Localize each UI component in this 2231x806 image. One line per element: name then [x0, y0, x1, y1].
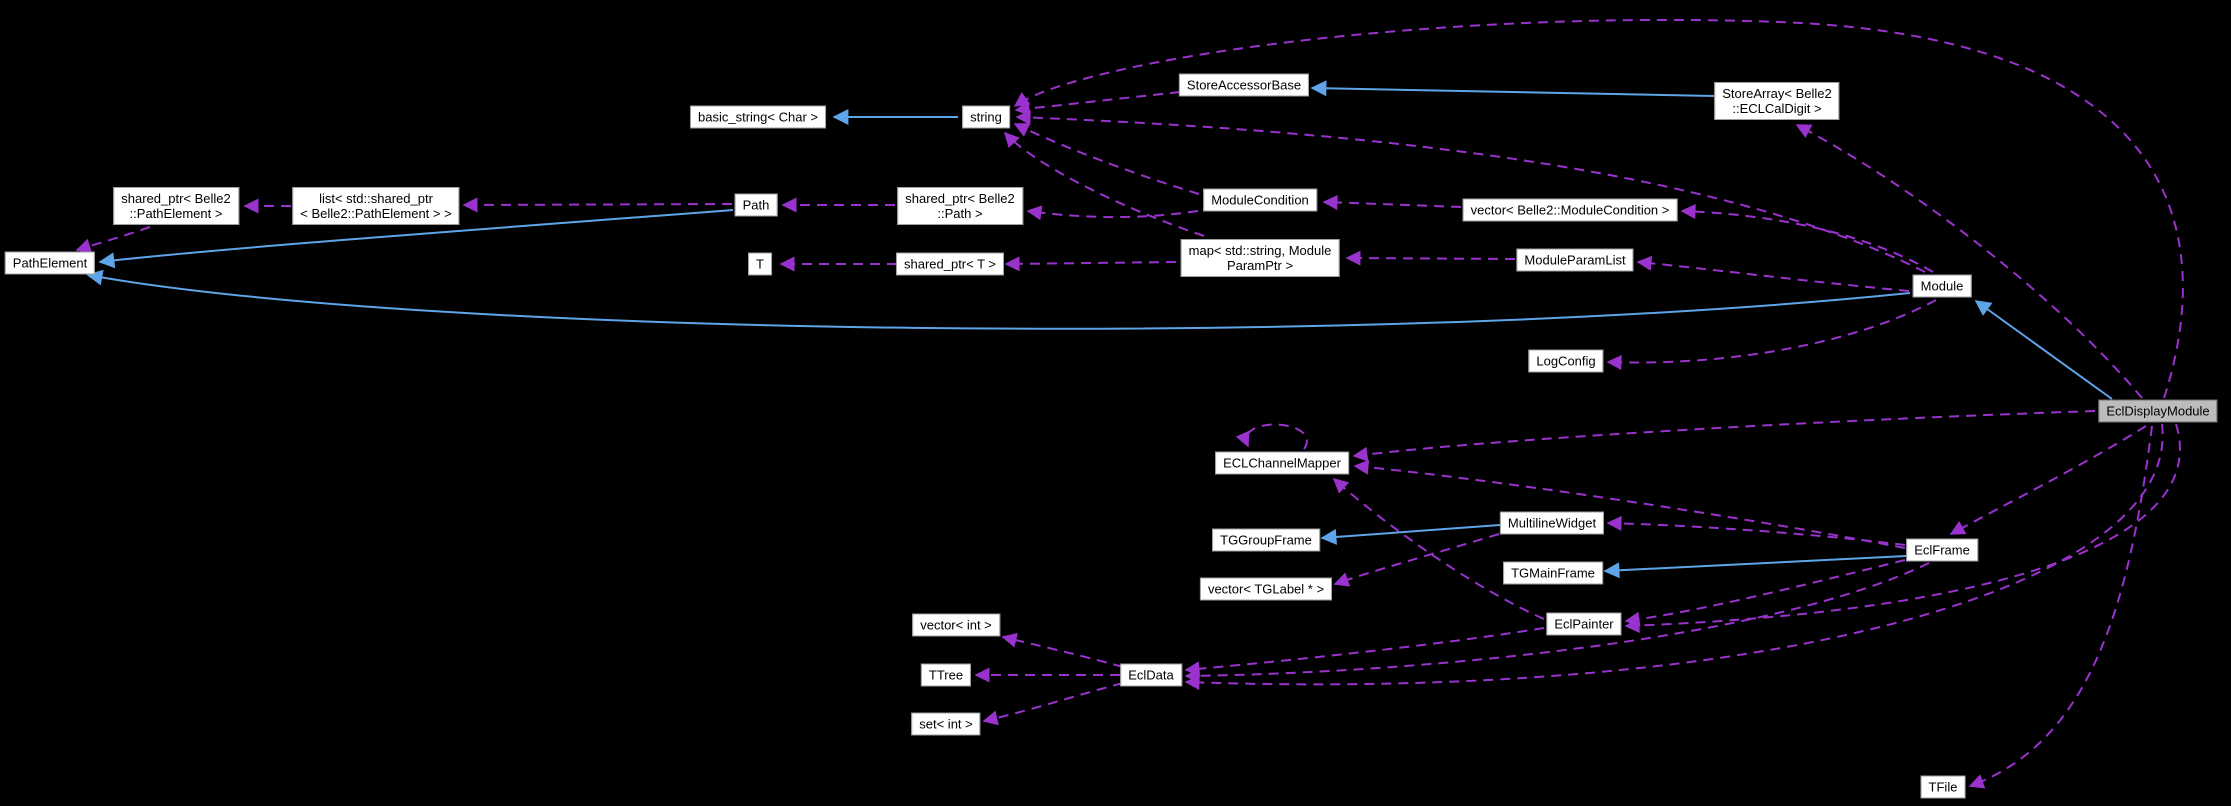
node-tggroupframe[interactable]: TGGroupFrame	[1212, 528, 1320, 552]
edge-module-to-logconfig	[1606, 299, 1937, 370]
edge-ecldisplaymodule-to-eclchannelmapper	[1352, 410, 2096, 462]
node-tfile[interactable]: TFile	[1920, 775, 1966, 799]
edge-module-to-pathelement	[86, 269, 1911, 330]
node-vector-int[interactable]: vector< int >	[912, 613, 1000, 637]
node-set-int[interactable]: set< int >	[911, 712, 981, 736]
edge-module-to-vector-modulecondition	[1680, 203, 1934, 273]
edge-multilinewidget-to-vector-tglabel	[1333, 533, 1500, 587]
node-ecldisplaymodule[interactable]: EclDisplayModule	[2098, 399, 2218, 423]
node-eclframe[interactable]: EclFrame	[1906, 538, 1978, 562]
node-ecldata[interactable]: EclData	[1120, 663, 1182, 687]
node-eclpainter[interactable]: EclPainter	[1546, 612, 1622, 636]
node-list-shared-ptr[interactable]: list< std::shared_ptr < Belle2::PathElem…	[292, 187, 460, 225]
edge-ecldisplaymodule-to-eclpainter	[1624, 423, 2181, 633]
node-moduleparamlist[interactable]: ModuleParamList	[1516, 248, 1634, 272]
edge-module-to-string	[1015, 110, 1926, 273]
node-vector-tglabel[interactable]: vector< TGLabel * >	[1199, 577, 1333, 601]
edge-shared-ptr-pathelement-to-pathelement	[75, 226, 151, 254]
edge-ecldisplaymodule-to-eclframe	[1949, 425, 2147, 535]
edge-ecldisplaymodule-to-string	[1013, 18, 2184, 399]
edge-storearray-to-storeaccessorbase	[1310, 80, 1715, 97]
node-logconfig[interactable]: LogConfig	[1528, 349, 1604, 373]
node-vector-modulecondition[interactable]: vector< Belle2::ModuleCondition >	[1462, 198, 1678, 222]
node-t[interactable]: T	[748, 252, 772, 276]
edge-ecldata-to-vector-int	[1001, 632, 1124, 668]
node-shared-ptr-pathelement[interactable]: shared_ptr< Belle2 ::PathElement >	[113, 187, 239, 225]
node-storeaccessorbase[interactable]: StoreAccessorBase	[1178, 73, 1310, 97]
edge-ecldisplaymodule-to-tfile	[1968, 425, 2153, 789]
edge-vector-modulecondition-to-modulecondition	[1322, 194, 1462, 210]
edge-eclchannelmapper-to-eclchannelmapper	[1235, 423, 1308, 450]
node-shared-ptr-path[interactable]: shared_ptr< Belle2 ::Path >	[897, 187, 1023, 225]
edge-eclframe-to-tgmainframe	[1603, 555, 1908, 579]
edge-map-moduleparamptr-to-shared-ptr-t	[1004, 256, 1177, 272]
node-storearray[interactable]: StoreArray< Belle2 ::ECLCalDigit >	[1714, 82, 1840, 120]
edge-modulecondition-to-string	[1013, 123, 1200, 195]
node-string[interactable]: string	[962, 105, 1010, 129]
edge-path-to-list-shared-ptr	[462, 197, 733, 213]
node-multilinewidget[interactable]: MultilineWidget	[1499, 511, 1605, 535]
edge-eclpainter-to-ecldata	[1184, 627, 1545, 677]
edge-module-to-moduleparamlist	[1636, 255, 1910, 292]
edge-eclframe-to-eclpainter	[1624, 559, 1906, 627]
node-basic-string[interactable]: basic_string< Char >	[690, 105, 826, 129]
edge-eclframe-to-multilinewidget	[1606, 515, 1906, 546]
node-modulecondition[interactable]: ModuleCondition	[1203, 188, 1317, 212]
node-module[interactable]: Module	[1912, 274, 1972, 298]
node-map-moduleparamptr[interactable]: map< std::string, Module ParamPtr >	[1180, 239, 1340, 277]
edge-storeaccessorbase-to-string	[1014, 91, 1181, 116]
edge-eclframe-to-ecldata	[1184, 562, 1930, 684]
edge-moduleparamlist-to-map-moduleparamptr	[1345, 250, 1516, 266]
edge-modulecondition-to-shared-ptr-path	[1026, 205, 1199, 221]
edge-ecldisplaymodule-to-storearray	[1795, 124, 2143, 399]
node-tgmainframe[interactable]: TGMainFrame	[1503, 561, 1603, 585]
edge-eclpainter-to-eclchannelmapper	[1332, 477, 1545, 620]
edge-ecldata-to-set-int	[982, 682, 1124, 726]
edge-multilinewidget-to-tggroupframe	[1320, 524, 1501, 545]
edge-map-moduleparamptr-to-string	[1003, 131, 1205, 237]
node-ttree[interactable]: TTree	[920, 663, 972, 687]
edge-ecldisplaymodule-to-module	[1974, 300, 2113, 400]
edge-path-to-pathelement	[98, 209, 734, 269]
node-pathelement[interactable]: PathElement	[4, 251, 96, 275]
edge-eclframe-to-eclchannelmapper	[1353, 459, 1906, 549]
node-eclchannelmapper[interactable]: ECLChannelMapper	[1215, 451, 1349, 475]
node-path[interactable]: Path	[734, 193, 778, 217]
node-shared-ptr-t[interactable]: shared_ptr< T >	[895, 252, 1005, 276]
